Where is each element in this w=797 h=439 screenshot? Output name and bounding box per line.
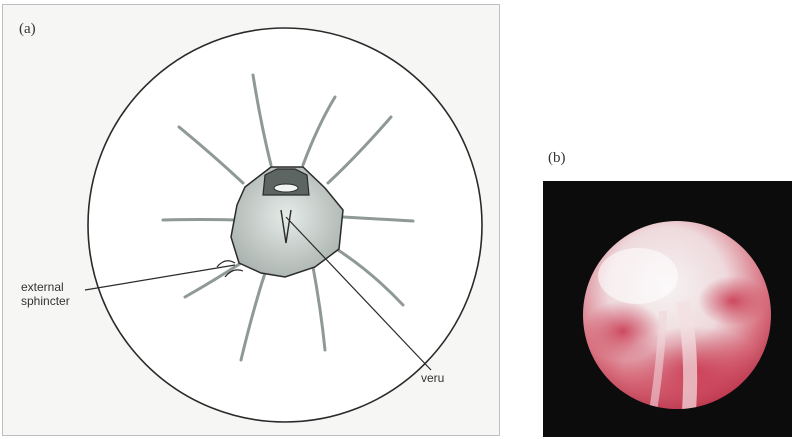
panel-b-label: (b) <box>548 150 566 167</box>
diagram-panel-a: (a) external sphincter veru <box>2 4 500 436</box>
external-sphincter-label-line1: external <box>21 280 64 294</box>
endoscopic-photo <box>543 181 792 437</box>
panel-a-label: (a) <box>19 21 36 38</box>
veru-label: veru <box>421 371 444 385</box>
endoscopic-photo-image <box>543 181 792 437</box>
external-sphincter-label-line2: sphincter <box>21 294 70 308</box>
